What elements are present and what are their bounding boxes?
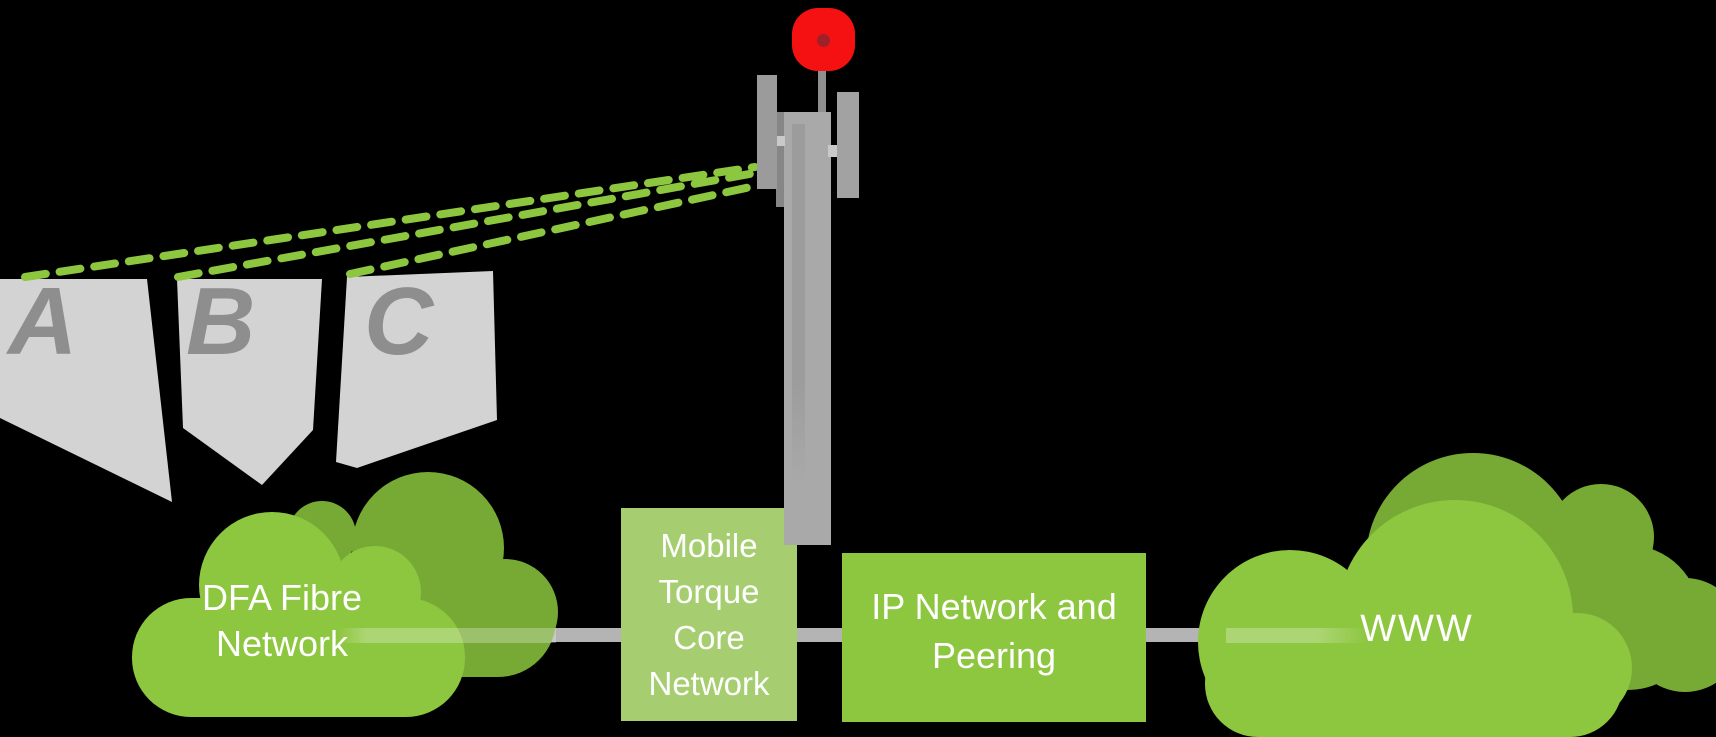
site-label-b: B	[186, 268, 256, 375]
line-highlight-dfa	[338, 628, 556, 643]
backhaul-line-core-to-ip	[797, 628, 844, 642]
mast-stripe	[792, 124, 805, 484]
cloud-body	[1205, 630, 1623, 737]
tower-mast	[784, 112, 831, 545]
line-highlight-www	[1226, 628, 1368, 643]
core-network-label: Mobile Torque Core Network	[648, 526, 770, 702]
wireless-link-a	[21, 163, 759, 281]
wireless-link-b	[174, 169, 759, 281]
antenna-mount-left	[773, 136, 785, 146]
www-cloud-label: WWW	[1360, 608, 1474, 650]
antenna-rod	[818, 40, 826, 116]
site-label-c: C	[364, 268, 434, 375]
dfa-cloud-label: DFA Fibre Network	[201, 577, 363, 664]
cloud-body	[132, 598, 465, 717]
mast-shadow-strip	[776, 112, 785, 207]
antenna-panel-right	[837, 92, 859, 198]
core-network-box: Mobile Torque Core Network	[621, 508, 797, 721]
ip-peering-label: IP Network and Peering	[871, 585, 1117, 676]
wireless-link-c	[346, 182, 759, 278]
antenna-panel-left	[757, 75, 777, 189]
beacon-core-dot	[817, 34, 830, 47]
ip-peering-box: IP Network and Peering	[842, 553, 1146, 722]
site-label-a: A	[8, 268, 78, 375]
